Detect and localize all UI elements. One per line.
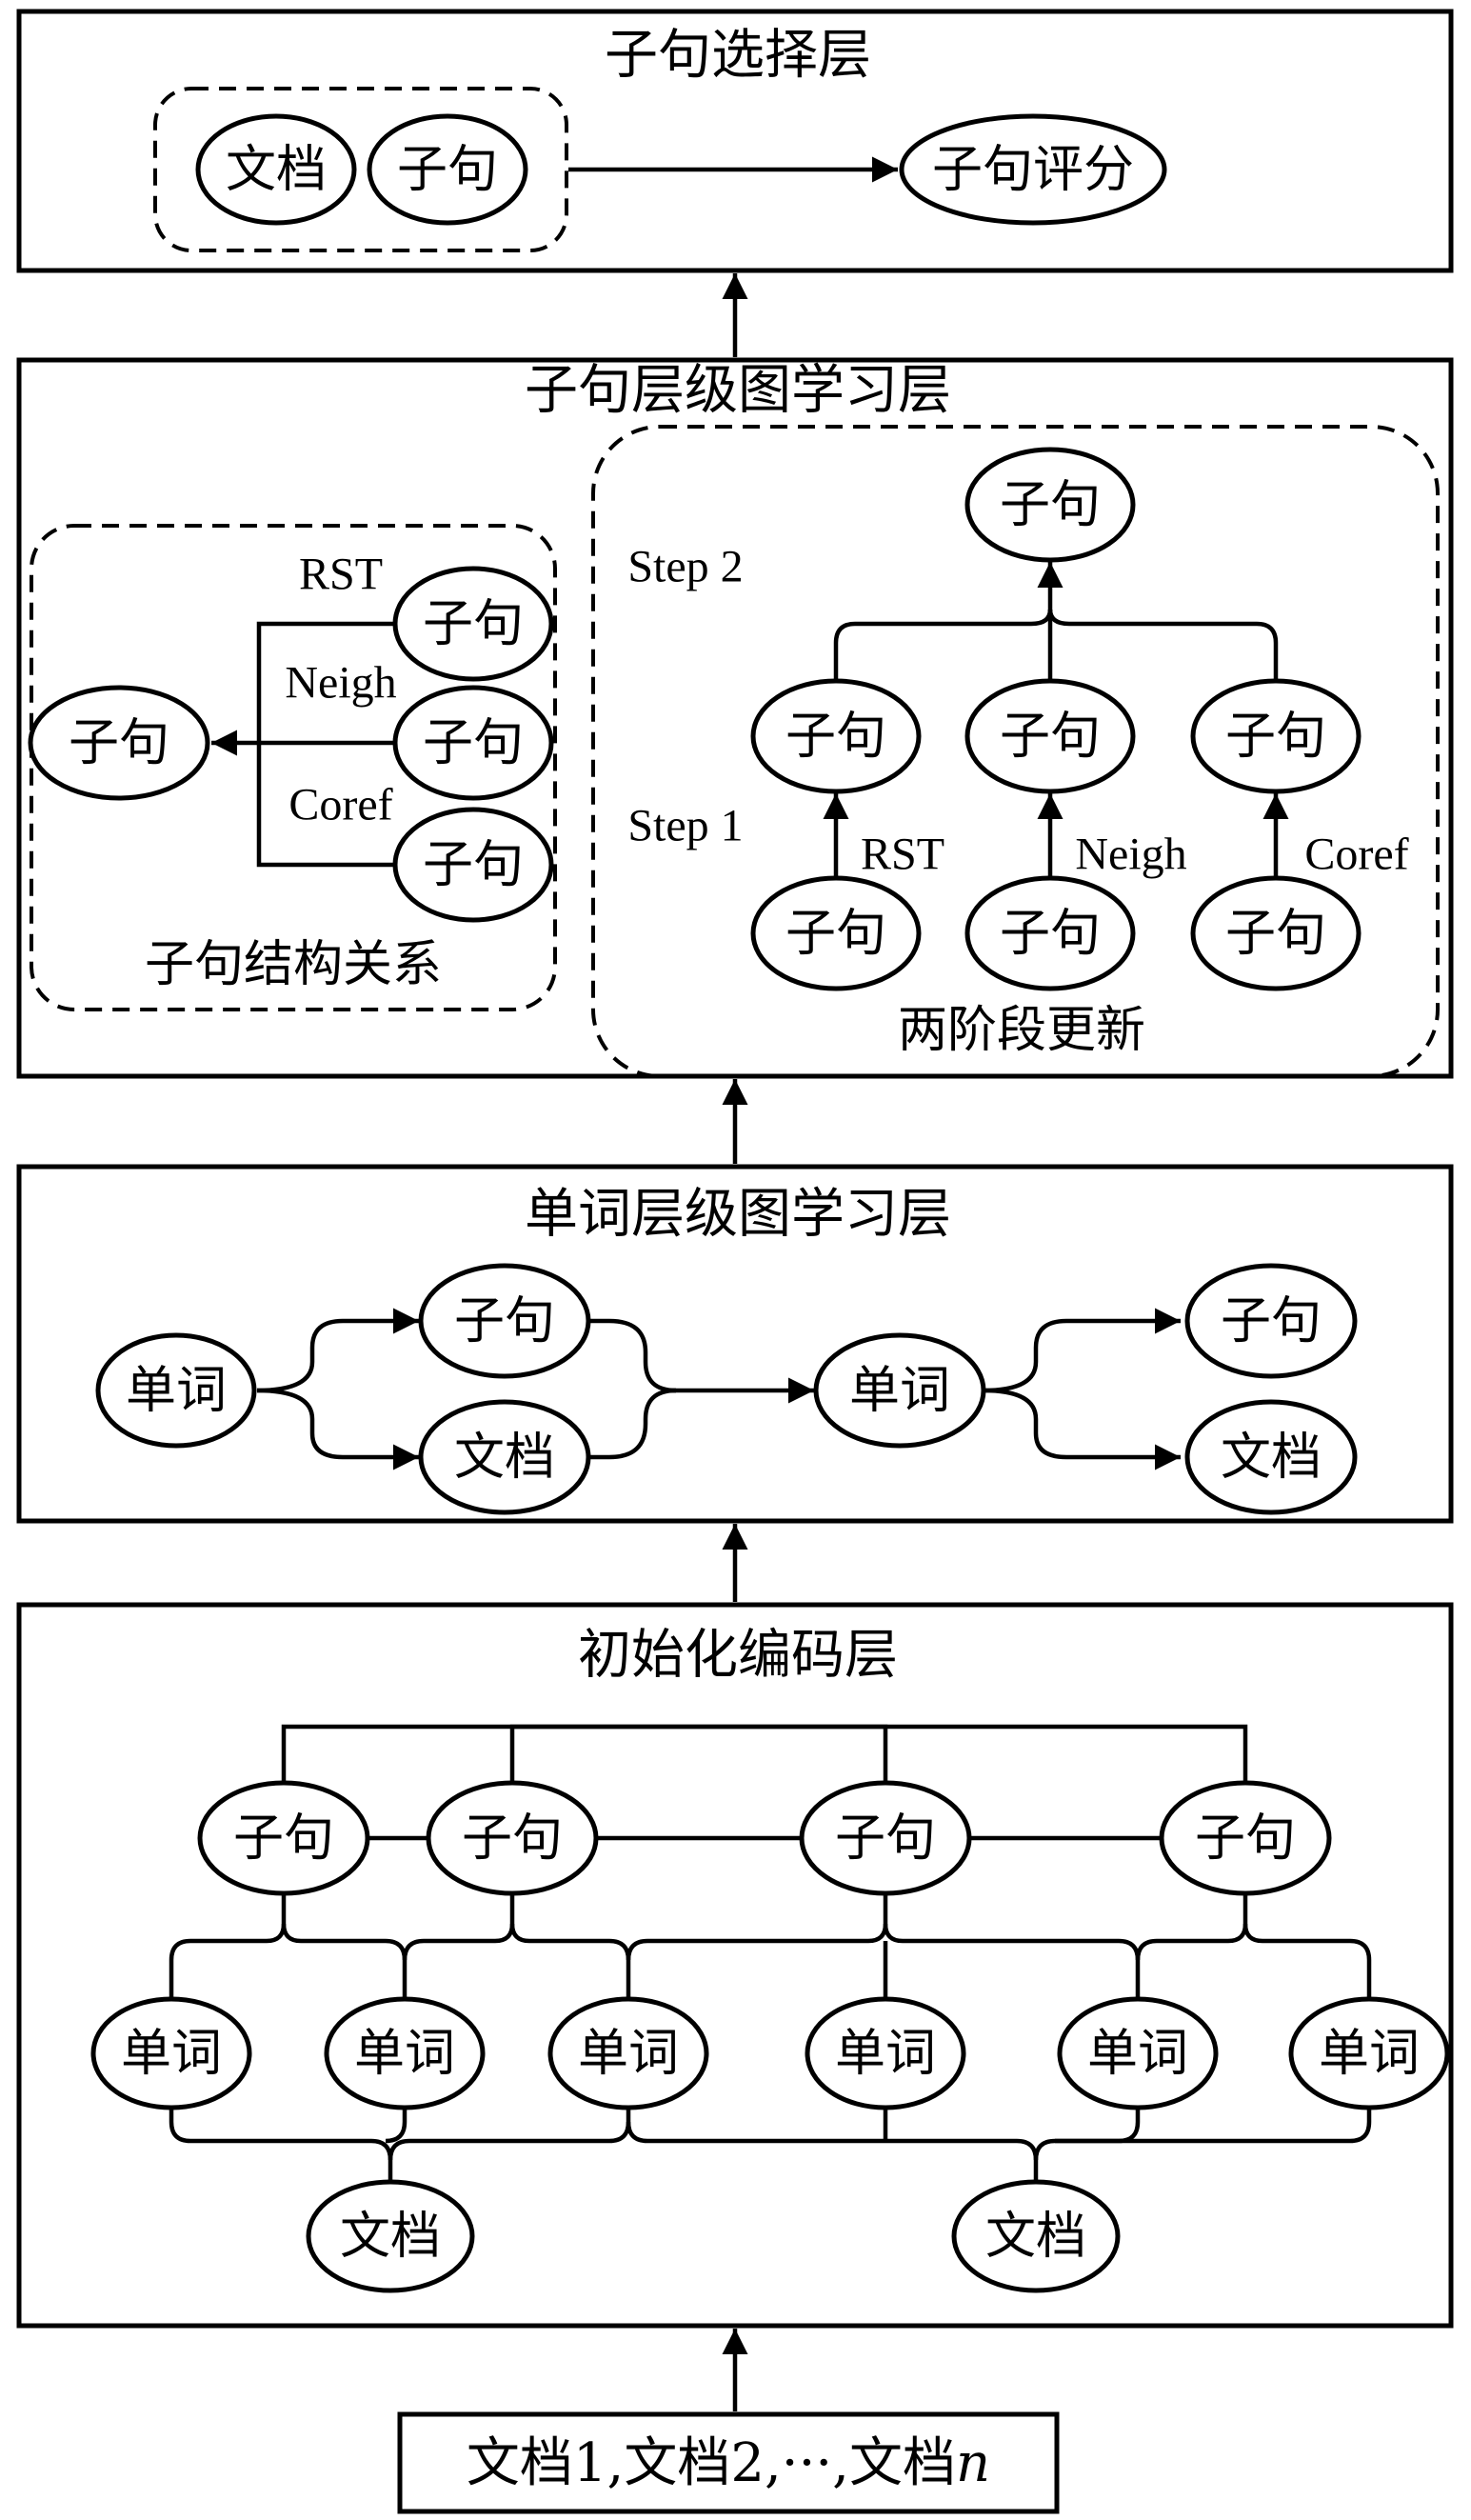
sentence-node: 子句	[367, 113, 528, 226]
neighbor-sentence-neigh: 子句	[392, 685, 554, 801]
svg-text:子句: 子句	[233, 1810, 334, 1868]
word-node-left: 单词	[95, 1332, 257, 1449]
svg-text:子句: 子句	[1225, 708, 1326, 766]
step1-label: Step 1	[627, 801, 743, 851]
init-sentence-node-1: 子句	[197, 1780, 370, 1896]
edge-label-neigh: Neigh	[1075, 830, 1186, 880]
init-word-node-3: 单词	[547, 1996, 709, 2110]
init-sentence-node-3: 子句	[799, 1780, 972, 1896]
svg-text:子句: 子句	[785, 905, 886, 963]
edge-label-coref: Coref	[288, 780, 392, 830]
init-sentence-node-4: 子句	[1159, 1780, 1332, 1896]
doc-node-left: 文档	[418, 1399, 591, 1515]
svg-text:单词: 单词	[1087, 2025, 1188, 2083]
svg-text:子句: 子句	[835, 1810, 936, 1868]
bottom-sentence-node-2: 子句	[964, 875, 1136, 991]
sentence-score-node: 子句评分	[899, 113, 1167, 226]
layer-title: 初始化编码层	[578, 1625, 898, 1687]
svg-text:子句: 子句	[397, 141, 498, 199]
init-word-node-1: 单词	[90, 1996, 252, 2110]
word-node-center: 单词	[813, 1332, 986, 1449]
init-doc-node-1: 文档	[306, 2179, 475, 2293]
input-documents-box: 文档1,文档2,···,文档n	[397, 2411, 1060, 2514]
svg-text:子句: 子句	[1225, 905, 1326, 963]
layer-title: 子句选择层	[605, 25, 871, 87]
init-word-node-6: 单词	[1288, 1996, 1450, 2110]
doc-node: 文档	[195, 113, 357, 226]
svg-text:子句评分: 子句评分	[932, 141, 1134, 199]
target-sentence-node: 子句	[28, 685, 210, 801]
bottom-sentence-node-3: 子句	[1190, 875, 1362, 991]
svg-text:子句: 子句	[69, 714, 169, 772]
mid-sentence-node-3: 子句	[1190, 678, 1362, 794]
svg-text:子句: 子句	[454, 1292, 555, 1350]
mid-sentence-node-2: 子句	[964, 678, 1136, 794]
edge-label-rst: RST	[299, 550, 383, 600]
svg-text:单词: 单词	[121, 2025, 222, 2083]
svg-text:子句: 子句	[423, 836, 524, 894]
svg-text:单词: 单词	[849, 1362, 950, 1420]
svg-text:文档: 文档	[454, 1429, 555, 1487]
input-documents-label: 文档1,文档2,···,文档n	[467, 2432, 990, 2494]
svg-text:文档: 文档	[340, 2208, 441, 2266]
svg-text:文档: 文档	[1221, 1429, 1322, 1487]
sentence-node-left: 子句	[418, 1263, 591, 1379]
svg-text:子句: 子句	[1221, 1292, 1322, 1350]
init-word-node-5: 单词	[1057, 1996, 1219, 2110]
svg-text:子句: 子句	[423, 714, 524, 772]
init-word-node-4: 单词	[805, 1996, 966, 2110]
init-encoding-layer: 初始化编码层 子句 子句 子句 子句	[16, 1602, 1454, 2329]
init-doc-node-2: 文档	[951, 2179, 1121, 2293]
edge-label-coref: Coref	[1304, 830, 1408, 880]
svg-text:子句: 子句	[785, 708, 886, 766]
svg-text:文档: 文档	[985, 2208, 1086, 2266]
sentence-selection-layer: 子句选择层 文档 子句 子句评分	[16, 9, 1454, 273]
svg-text:子句: 子句	[1195, 1810, 1296, 1868]
doc-node-right: 文档	[1184, 1399, 1358, 1515]
layer-title: 子句层级图学习层	[525, 360, 951, 422]
mid-sentence-node-1: 子句	[750, 678, 922, 794]
layer-title: 单词层级图学习层	[525, 1184, 951, 1246]
bottom-sentence-node-1: 子句	[750, 875, 922, 991]
svg-text:子句: 子句	[1000, 905, 1101, 963]
svg-text:单词: 单词	[835, 2025, 936, 2083]
svg-text:单词: 单词	[578, 2025, 679, 2083]
svg-text:子句: 子句	[1000, 476, 1101, 534]
svg-text:子句: 子句	[462, 1810, 563, 1868]
svg-text:单词: 单词	[1319, 2025, 1420, 2083]
init-sentence-node-2: 子句	[426, 1780, 599, 1896]
update-caption: 两阶段更新	[898, 1002, 1145, 1059]
svg-text:单词: 单词	[354, 2025, 455, 2083]
svg-text:单词: 单词	[126, 1362, 227, 1420]
sentence-node-right: 子句	[1184, 1263, 1358, 1379]
init-word-node-2: 单词	[324, 1996, 486, 2110]
neighbor-sentence-coref: 子句	[392, 807, 554, 923]
updated-sentence-node: 子句	[964, 447, 1136, 563]
svg-text:文档: 文档	[226, 141, 327, 199]
svg-text:子句: 子句	[1000, 708, 1101, 766]
step2-label: Step 2	[627, 542, 743, 592]
sentence-graph-learning-layer: 子句层级图学习层 子句 RST Neigh Coref 子句 子句 子句 子句结…	[16, 357, 1454, 1079]
neighbor-sentence-rst: 子句	[392, 566, 554, 682]
edge-label-neigh: Neigh	[285, 658, 396, 709]
svg-text:子句: 子句	[423, 595, 524, 653]
edge-label-rst: RST	[861, 830, 944, 880]
relations-caption: 子句结构关系	[145, 936, 442, 993]
word-graph-learning-layer: 单词层级图学习层 单词 子句 文档 单词 子句 文档	[16, 1164, 1454, 1524]
